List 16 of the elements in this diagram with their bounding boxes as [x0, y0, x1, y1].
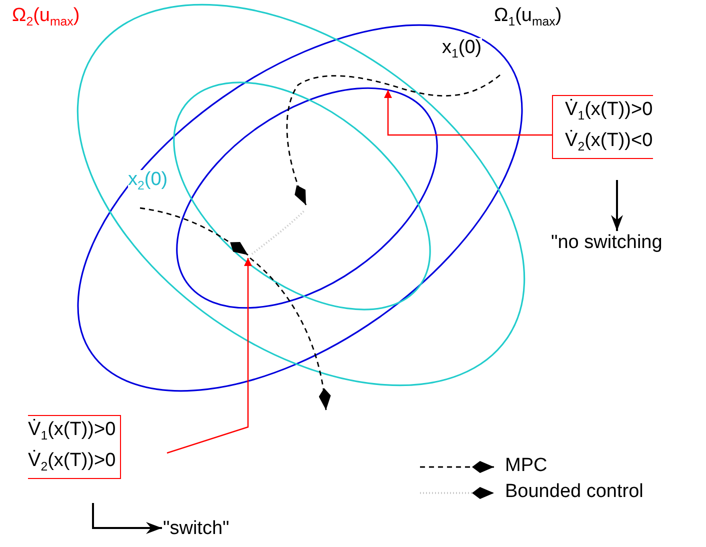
arrow — [611, 180, 623, 231]
outcome-text: "switch" — [163, 518, 230, 540]
condition-text: V̇$_{1}$(x(T))>0 — [565, 98, 653, 124]
condition-text: V̇$_{1}$(x(T))>0 — [28, 418, 116, 444]
outcome-text: "no switching — [551, 232, 662, 254]
condition-bracket — [552, 95, 653, 159]
arrow — [92, 503, 162, 534]
condition-bracket — [28, 415, 121, 479]
leader-line — [166, 258, 252, 454]
condition-text: V̇$_{2}$(x(T))<0 — [565, 128, 653, 156]
legend-text: Bounded control — [505, 482, 644, 503]
leader-line — [384, 90, 552, 136]
region-label: Ω$_{1}$(u$_{max}$) — [494, 6, 562, 29]
legend-text: MPC — [505, 456, 548, 477]
condition-text: V̇$_{2}$(x(T))>0 — [28, 448, 116, 476]
region-label: Ω$_{2}$(u$_{max}$) — [12, 6, 80, 29]
